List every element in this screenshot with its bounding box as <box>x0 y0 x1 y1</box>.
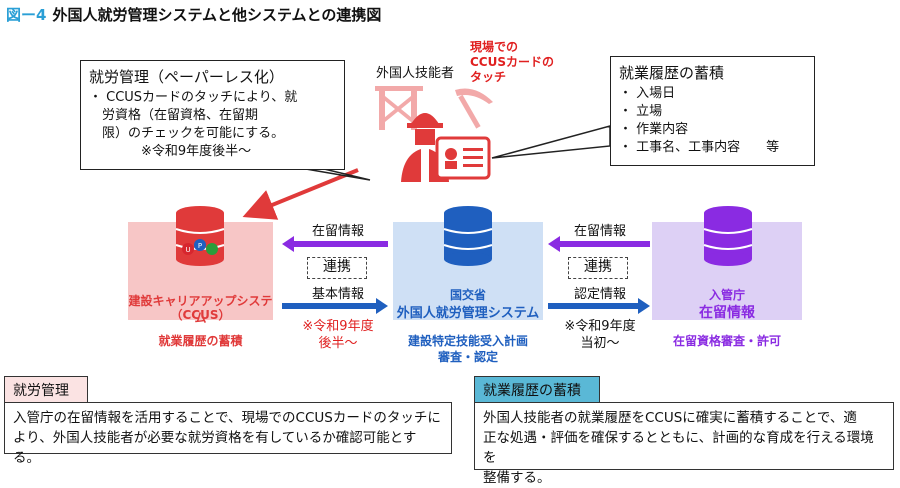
touch-label: 現場での CCUSカードの タッチ <box>470 40 554 85</box>
left-link-top-label: 在留情報 <box>311 224 364 239</box>
bottom-left-tag: 就労管理 <box>4 376 88 404</box>
mlit-role-line: 建設特定技能受入計画 <box>407 334 528 348</box>
ccus-system-sub: （CCUS） <box>170 308 231 322</box>
worker-icon <box>375 86 493 182</box>
right-residence-arrow <box>548 236 650 252</box>
ccus-system-name: 建設キャリアアップシステム <box>128 294 273 325</box>
diagram-title: 図ー4 外国人就労管理システムと他システムとの連携図 <box>6 4 381 25</box>
callout-workforce-line: ・ CCUSカードのタッチにより、就 <box>89 90 298 105</box>
callout-workforce: 就労管理（ペーパーレス化） ・ CCUSカードのタッチにより、就 労資格（在留資… <box>80 60 345 170</box>
callout-history-line: ・ 作業内容 <box>619 122 689 137</box>
left-link-note: ※令和9年度 後半～ <box>290 318 386 352</box>
touch-arrow <box>242 168 359 220</box>
callout-history-line: ・ 工事名、工事内容 等 <box>619 140 780 155</box>
touch-label-line: CCUSカードの <box>470 55 555 69</box>
bottom-left-line: より、外国人技能者が必要な就労資格を有しているか確認可能とする。 <box>13 430 417 466</box>
callout-history-heading: 就業履歴の蓄積 <box>619 64 725 82</box>
right-callout-tail <box>491 125 611 159</box>
connector-arrows <box>242 125 650 314</box>
bottom-right-line: 整備する。 <box>483 470 551 486</box>
right-link-top-label: 在留情報 <box>573 224 626 239</box>
mlit-role-line: 審査・認定 <box>437 350 498 364</box>
bottom-right-line: 正な処遇・評価を確保するとともに、計画的な育成を行える環境を <box>483 430 874 466</box>
worker-label: 外国人技能者 <box>376 66 455 81</box>
callout-history-line: ・ 立場 <box>619 104 663 119</box>
title-text: 外国人就労管理システムと他システムとの連携図 <box>52 6 382 24</box>
immigration-role: 在留資格審査・許可 <box>672 334 781 348</box>
immigration-system-name: 在留情報 <box>699 305 755 321</box>
bottom-left-line: 入管庁の在留情報を活用することで、現場でのCCUSカードのタッチに <box>13 410 441 426</box>
left-basic-arrow <box>282 298 388 314</box>
callout-workforce-line: 労資格（在留資格、在留期 <box>89 108 259 123</box>
callout-workforce-line: ※令和9年度後半～ <box>89 144 252 159</box>
right-link-note: ※令和9年度 当初～ <box>552 318 648 352</box>
left-residence-arrow <box>282 236 388 252</box>
right-cert-arrow <box>548 298 650 314</box>
callout-history-line: ・ 入場日 <box>619 86 676 101</box>
touch-label-line: タッチ <box>470 70 507 84</box>
bottom-right-line: 外国人技能者の就業履歴をCCUSに確実に蓄積することで、適 <box>483 410 857 426</box>
left-link-box: 連携 <box>307 257 367 279</box>
callout-workforce-heading: 就労管理（ペーパーレス化） <box>89 68 284 86</box>
bottom-right-box: 外国人技能者の就業履歴をCCUSに確実に蓄積することで、適 正な処遇・評価を確保… <box>474 402 894 486</box>
mlit-database-icon <box>443 206 493 266</box>
immigration-org: 入管庁 <box>708 288 745 302</box>
ccus-role: 就業履歴の蓄積 <box>158 334 243 348</box>
right-link-note-line: ※令和9年度 <box>564 319 636 334</box>
figure-label: 図ー4 <box>6 6 47 24</box>
left-link-bottom-label: 基本情報 <box>311 287 364 302</box>
callout-history: 就業履歴の蓄積 ・ 入場日 ・ 立場 ・ 作業内容 ・ 工事名、工事内容 等 <box>610 56 815 166</box>
svg-text:P: P <box>198 242 202 250</box>
right-link-note-line: 当初～ <box>580 336 620 351</box>
bottom-right-tag: 就業履歴の蓄積 <box>474 376 600 404</box>
touch-label-line: 現場での <box>470 40 519 54</box>
immigration-database-icon <box>703 206 753 266</box>
mlit-system-name: 外国人就労管理システム <box>396 306 540 321</box>
svg-text:U: U <box>185 246 190 254</box>
callout-workforce-line: 限）のチェックを可能にする。 <box>89 126 285 141</box>
right-link-box: 連携 <box>568 257 628 279</box>
mlit-org: 国交省 <box>449 288 486 302</box>
left-link-note-line: 後半～ <box>318 336 358 351</box>
right-link-bottom-label: 認定情報 <box>573 287 626 302</box>
bottom-left-box: 入管庁の在留情報を活用することで、現場でのCCUSカードのタッチに より、外国人… <box>4 402 452 466</box>
ccus-database-icon: U P <box>175 206 225 266</box>
left-link-note-line: ※令和9年度 <box>302 319 374 334</box>
